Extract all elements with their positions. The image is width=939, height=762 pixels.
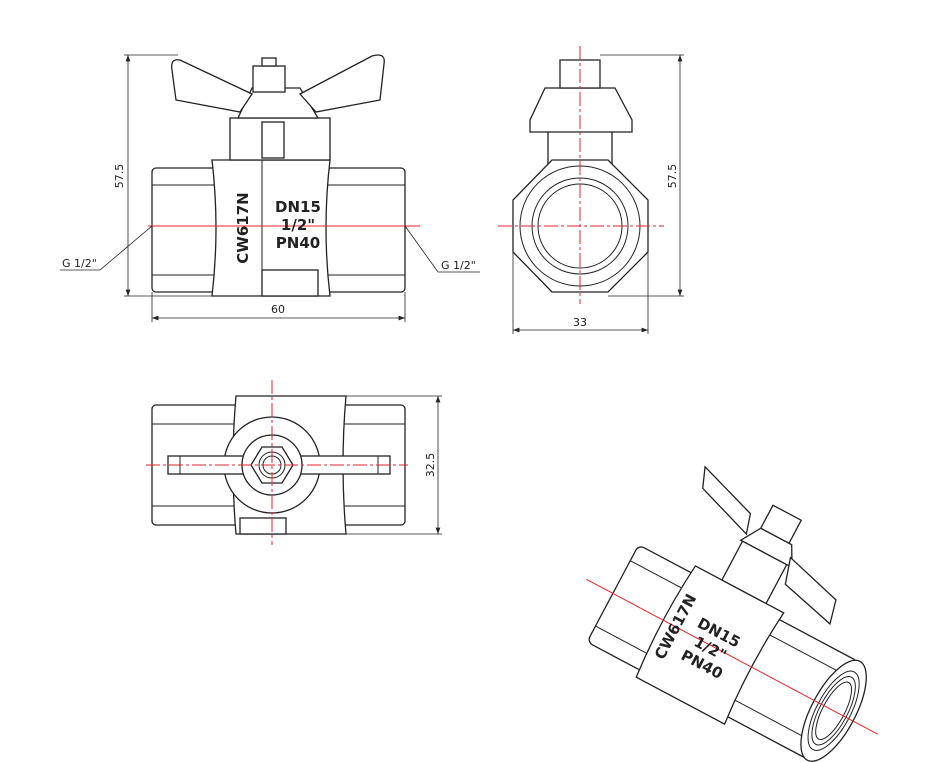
marking-pn: PN40 bbox=[276, 234, 320, 252]
thread-label-left: G 1/2" bbox=[62, 257, 97, 270]
dimension-side-height: 57.5 bbox=[666, 164, 679, 189]
center-body bbox=[211, 159, 331, 297]
thread-leader-left bbox=[60, 225, 153, 271]
dimension-side-width: 33 bbox=[573, 316, 587, 329]
thread-leader-right bbox=[404, 225, 480, 273]
side-view: 57.5 33 bbox=[498, 46, 684, 334]
marking-dn: DN15 bbox=[275, 198, 321, 216]
marking-material: CW617N bbox=[234, 192, 252, 263]
dimension-top-width: 32.5 bbox=[424, 453, 437, 478]
handle-side bbox=[529, 87, 633, 133]
dimension-front-length: 60 bbox=[271, 303, 285, 316]
front-view: DN15 1/2" PN40 CW617N 57.5 60 G 1/2" G 1… bbox=[60, 54, 480, 322]
handle-wing-left bbox=[171, 59, 253, 113]
handle-wing-right bbox=[298, 54, 385, 113]
top-view: 32.5 bbox=[146, 380, 442, 545]
isometric-view: DN15 1/2" PN40 CW617N bbox=[586, 465, 878, 762]
thread-label-right: G 1/2" bbox=[441, 259, 476, 272]
dimension-front-height: 57.5 bbox=[113, 164, 126, 189]
stem-nut bbox=[252, 65, 286, 93]
marking-size: 1/2" bbox=[281, 216, 315, 234]
